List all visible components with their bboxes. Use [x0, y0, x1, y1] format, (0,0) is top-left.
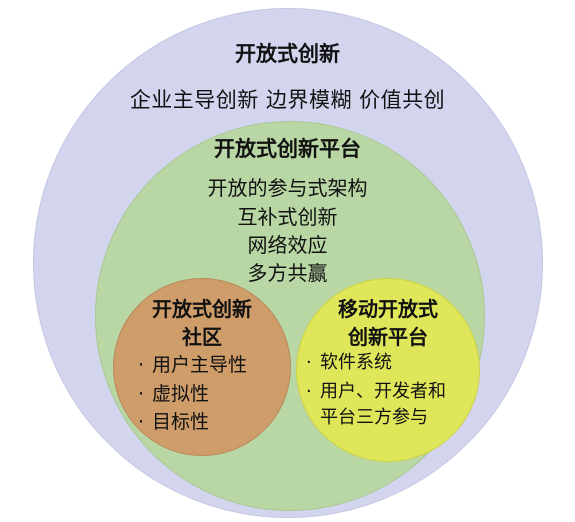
mobile-title-line1: 移动开放式: [338, 297, 438, 321]
mobile-platform-circle: [296, 278, 480, 462]
platform-item: 多方共赢: [247, 261, 328, 285]
community-item: · 目标性: [138, 407, 209, 434]
mobile-item-label: 用户、开发者和: [320, 381, 446, 402]
bullet-dot: ·: [138, 354, 145, 376]
mobile-item-continued: 平台三方参与: [320, 407, 428, 428]
open-innovation-subtitle: 企业主导创新 边界模糊 价值共创: [129, 88, 446, 112]
mobile-item: · 软件系统: [306, 348, 392, 374]
bullet-dot: ·: [306, 352, 312, 373]
platform-item: 互补式创新: [237, 205, 338, 229]
community-item: · 用户主导性: [138, 350, 247, 377]
bullet-dot: ·: [138, 383, 145, 405]
platform-title: 开放式创新平台: [214, 137, 361, 161]
bullet-dot: ·: [138, 411, 145, 433]
mobile-item: · 用户、开发者和: [306, 377, 446, 403]
platform-item: 开放的参与式架构: [207, 176, 368, 200]
community-title-line1: 开放式创新: [152, 297, 252, 321]
community-title-line2: 社区: [182, 325, 222, 349]
bullet-dot: ·: [306, 381, 312, 402]
open-innovation-title: 开放式创新: [235, 42, 340, 66]
community-item-label: 目标性: [152, 411, 210, 433]
community-item-label: 虚拟性: [152, 383, 210, 405]
mobile-item-label: 软件系统: [320, 352, 392, 373]
platform-item: 网络效应: [247, 233, 328, 257]
community-item-label: 用户主导性: [152, 354, 248, 376]
community-item: · 虚拟性: [138, 379, 209, 406]
mobile-title-line2: 创新平台: [348, 325, 428, 349]
innovation-community-circle: [113, 278, 291, 456]
